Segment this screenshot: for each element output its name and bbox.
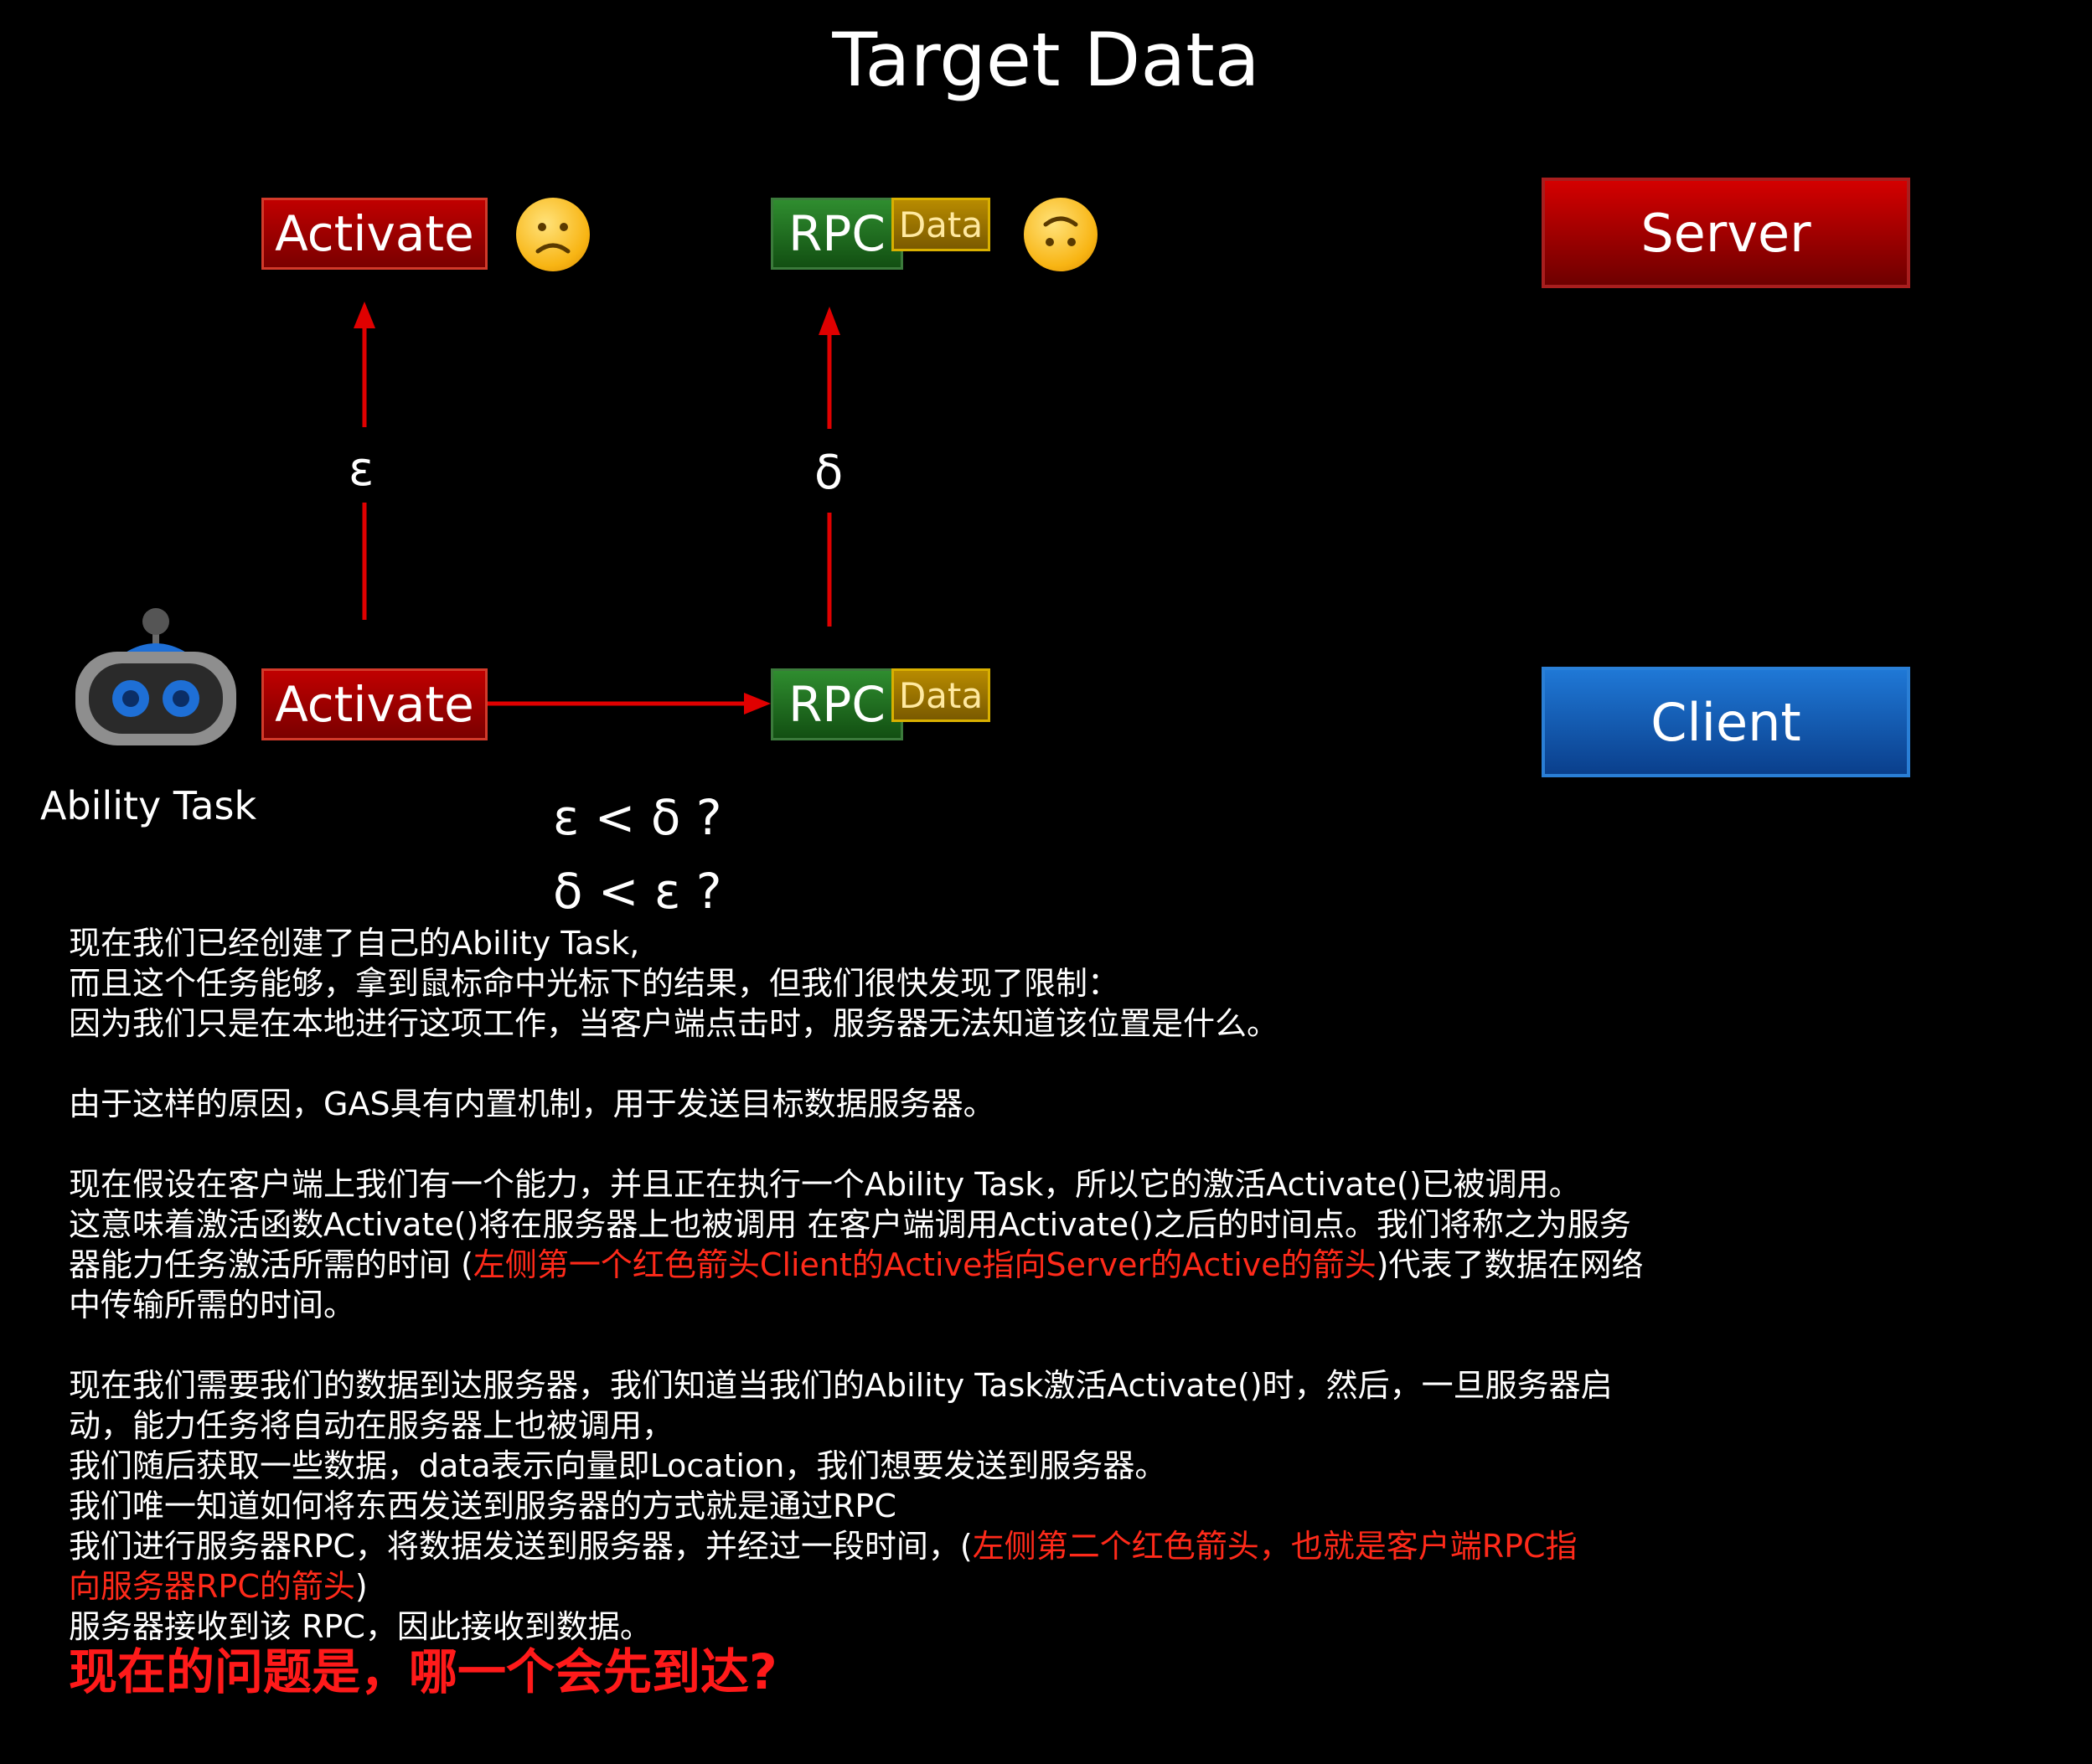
question-epsilon-less-delta: ε < δ ? <box>553 789 722 846</box>
server-label: Server <box>1640 202 1811 264</box>
client-data-label: Data <box>898 674 984 716</box>
server-activate-label: Activate <box>275 205 474 262</box>
client-label: Client <box>1650 691 1801 753</box>
client-rpc-box: RPC <box>771 668 903 740</box>
paragraph-3-part-b: )代表了数据在网络 中传输所需的时间。 <box>69 1246 1644 1323</box>
explanation-text: 现在我们已经创建了自己的Ability Task, 而且这个任务能够，拿到鼠标命… <box>69 923 1677 1700</box>
epsilon-label: ε <box>349 442 374 497</box>
delta-label: δ <box>814 446 844 500</box>
blank-line <box>69 1124 1677 1164</box>
paragraph-3: 现在假设在客户端上我们有一个能力，并且正在执行一个Ability Task，所以… <box>69 1164 1677 1325</box>
server-rpc-label: RPC <box>788 205 886 262</box>
horizontal-arrow <box>488 693 771 714</box>
final-question: 现在的问题是，哪一个会先到达? <box>69 1643 777 1700</box>
frown-face-icon <box>516 198 590 271</box>
epsilon-arrow <box>354 302 375 620</box>
client-activate-box: Activate <box>261 668 488 740</box>
paragraph-4-part-b: ) 服务器接收到该 RPC，因此接收到数据。 <box>69 1568 652 1645</box>
server-activate-box: Activate <box>261 198 488 270</box>
client-label-box: Client <box>1542 667 1910 777</box>
server-rpc-box: RPC <box>771 198 903 270</box>
paragraph-4-part-a: 现在我们需要我们的数据到达服务器，我们知道当我们的Ability Task激活A… <box>69 1367 1613 1565</box>
paragraph-3-red-note: 左侧第一个红色箭头Client的Active指向Server的Active的箭头 <box>473 1246 1377 1283</box>
blank-line <box>69 1325 1677 1365</box>
diagram-arrows <box>354 302 840 714</box>
page-title: Target Data <box>832 17 1260 103</box>
upside-down-face-icon <box>1024 198 1098 271</box>
question-delta-less-epsilon: δ < ε ? <box>553 863 722 920</box>
paragraph-1: 现在我们已经创建了自己的Ability Task, 而且这个任务能够，拿到鼠标命… <box>69 925 1279 1042</box>
paragraph-3-part-a: 现在假设在客户端上我们有一个能力，并且正在执行一个Ability Task，所以… <box>69 1166 1631 1283</box>
client-activate-label: Activate <box>275 676 474 733</box>
robot-icon <box>75 608 236 745</box>
server-data-label: Data <box>898 204 984 245</box>
server-data-tag: Data <box>891 198 990 251</box>
paragraph-2: 由于这样的原因，GAS具有内置机制，用于发送目标数据服务器。 <box>69 1086 995 1122</box>
delta-arrow <box>819 307 840 627</box>
paragraph-4: 现在我们需要我们的数据到达服务器，我们知道当我们的Ability Task激活A… <box>69 1365 1677 1647</box>
server-label-box: Server <box>1542 178 1910 288</box>
client-data-tag: Data <box>891 668 990 722</box>
ability-task-label: Ability Task <box>40 783 257 828</box>
blank-line <box>69 1044 1677 1084</box>
paragraph-4-red-note: 左侧第二个红色箭头，也就是客户端RPC指 向服务器RPC的箭头 <box>69 1528 1578 1605</box>
client-rpc-label: RPC <box>788 676 886 733</box>
